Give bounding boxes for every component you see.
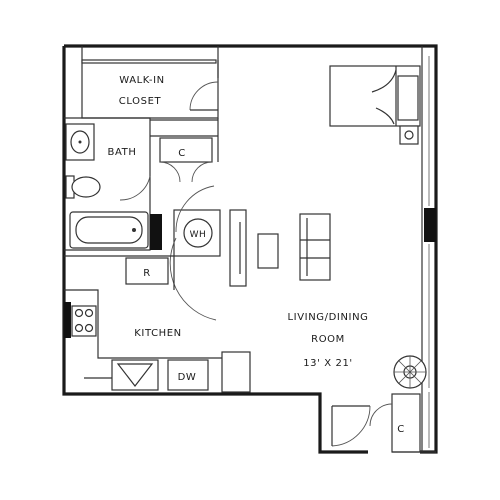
column-block-right — [424, 208, 436, 242]
nightstand-icon — [399, 125, 419, 145]
door-swing-icon — [119, 175, 151, 201]
stove-icon — [71, 305, 97, 337]
room-label: ROOM — [311, 334, 345, 345]
door-swing-icon — [331, 405, 371, 447]
entry-area — [331, 393, 436, 453]
refrigerator-icon — [125, 257, 169, 285]
door-swing-icon — [369, 403, 393, 427]
pillow-icon — [397, 75, 419, 121]
door-swing-icon — [175, 185, 215, 233]
water-heater-label: WH — [190, 230, 207, 240]
sofa-icon — [299, 213, 331, 281]
walk-in-closet-label-2: CLOSET — [119, 96, 162, 107]
pantry-cabinet — [221, 351, 251, 393]
coffee-table-icon — [257, 233, 279, 269]
refrigerator-label: R — [143, 268, 151, 279]
door-swing-icon — [169, 237, 217, 321]
dishwasher-label: DW — [178, 372, 197, 383]
kitchen-sink-icon — [111, 359, 159, 391]
living-furniture — [229, 65, 427, 389]
column-block-bath — [150, 214, 162, 250]
room-dimensions: 13' X 21' — [303, 358, 353, 369]
dishwasher-icon — [167, 359, 209, 391]
plant-icon — [393, 355, 427, 389]
door-swing-icon — [189, 81, 219, 111]
walk-in-closet-label-1: WALK-IN — [119, 75, 165, 86]
toilet-icon — [65, 175, 101, 199]
living-dining-label: LIVING/DINING — [287, 312, 368, 323]
kitchen — [64, 255, 251, 393]
bathroom — [64, 117, 219, 251]
sink-icon — [65, 123, 95, 161]
bathtub-icon — [69, 211, 149, 249]
column-block-left — [64, 302, 71, 338]
entry-closet-label: C — [397, 424, 405, 435]
water-heater — [169, 185, 221, 321]
door-swing-icon — [191, 161, 213, 183]
tv-console-icon — [229, 209, 247, 287]
kitchen-label: KITCHEN — [134, 328, 182, 339]
closet-c-label: C — [178, 148, 186, 159]
linen-closet — [159, 137, 213, 183]
door-swing-icon — [159, 161, 181, 183]
bath-label: BATH — [108, 147, 137, 158]
